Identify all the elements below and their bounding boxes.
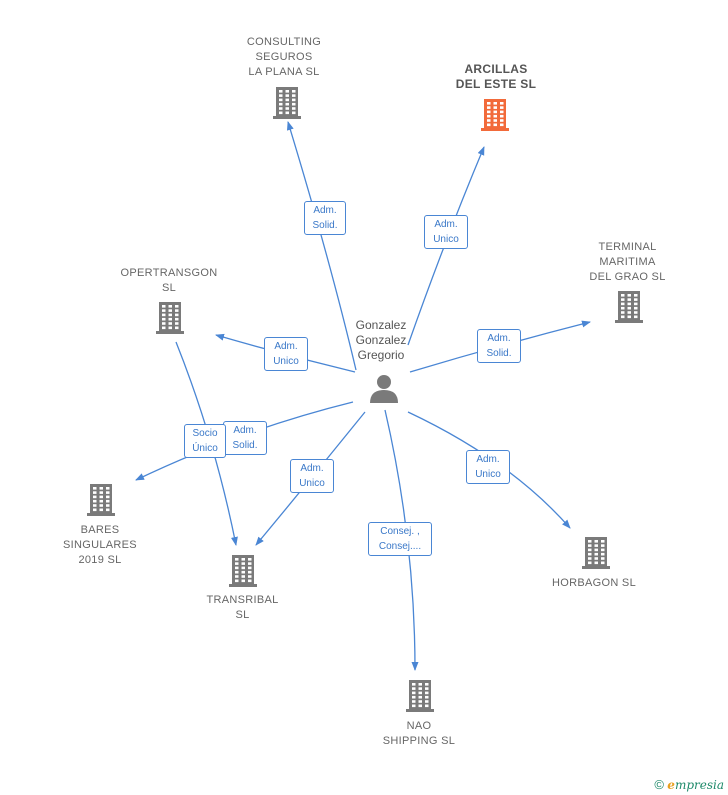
copyright-icon: © (654, 777, 664, 792)
role-badge-opertransgon-sl: Adm. Unico (264, 337, 308, 371)
brand-logo: empresia (667, 778, 724, 792)
company-label-consulting-seguros-la-plana-sl[interactable]: CONSULTING SEGUROS LA PLANA SL (246, 36, 322, 78)
company-label-opertransgon-sl[interactable]: OPERTRANSGON SL (120, 267, 218, 294)
role-badge-arcillas-del-este-sl: Adm. Unico (424, 215, 468, 249)
edge-consulting-seguros-la-plana-sl (286, 121, 357, 371)
role-badge-horbagon-sl: Adm. Unico (466, 450, 510, 484)
building-icon-horbagon-sl[interactable] (582, 537, 610, 569)
person-name-label[interactable]: Gonzalez Gonzalez Gregorio (355, 318, 407, 362)
company-label-terminal-maritima-del-grao-sl[interactable]: TERMINAL MARITIMA DEL GRAO SL (589, 241, 666, 283)
building-icon-transribal-sl[interactable] (229, 555, 257, 587)
company-label-nao-shipping-sl[interactable]: NAO SHIPPING SL (382, 720, 456, 747)
person-icon[interactable] (370, 375, 398, 403)
footer-brand: © empresia (654, 777, 724, 792)
building-icon-terminal-maritima-del-grao-sl[interactable] (615, 291, 643, 323)
building-icon-opertransgon-sl[interactable] (156, 302, 184, 334)
role-badge-terminal-maritima-del-grao-sl: Adm. Solid. (477, 329, 521, 363)
company-label-arcillas-del-este-sl[interactable]: ARCILLAS DEL ESTE SL (455, 62, 537, 91)
role-badge-transribal-sl: Adm. Unico (290, 459, 334, 493)
company-label-bares-singulares-2019-sl[interactable]: BARES SINGULARES 2019 SL (63, 524, 137, 566)
company-label-transribal-sl[interactable]: TRANSRIBAL SL (206, 594, 279, 621)
role-badge-bares-singulares-2019-sl: Adm. Solid. (223, 421, 267, 455)
role-badge-socio-unico: Socio Único (184, 424, 226, 458)
role-badge-consulting-seguros-la-plana-sl: Adm. Solid. (304, 201, 346, 235)
role-badge-nao-shipping-sl: Consej. , Consej.... (368, 522, 432, 556)
building-icon-arcillas-del-este-sl[interactable] (481, 99, 509, 131)
building-icon-nao-shipping-sl[interactable] (406, 680, 434, 712)
company-label-horbagon-sl[interactable]: HORBAGON SL (552, 577, 636, 589)
building-icon-bares-singulares-2019-sl[interactable] (87, 484, 115, 516)
building-icon-consulting-seguros-la-plana-sl[interactable] (273, 87, 301, 119)
